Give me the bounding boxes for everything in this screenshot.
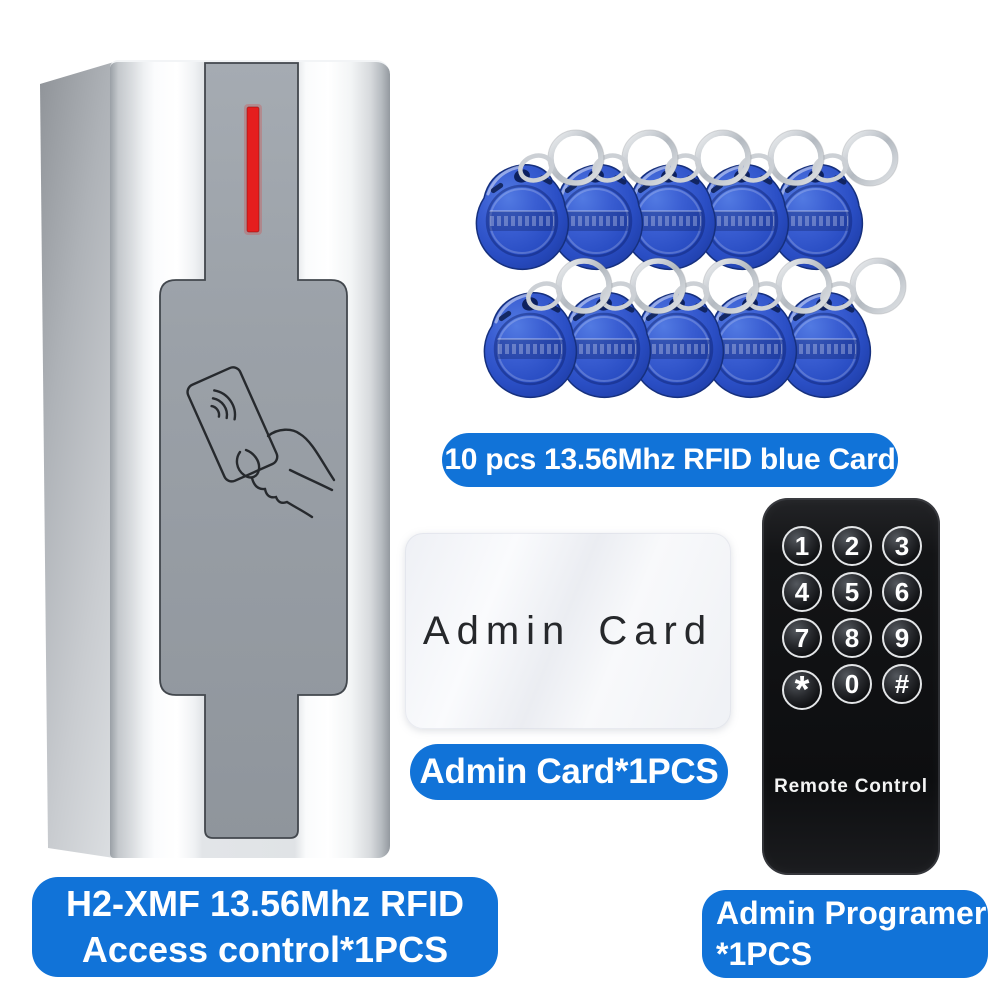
remote-control-label: Remote Control	[774, 776, 928, 797]
admin-card: Admin Card	[405, 533, 731, 729]
remote-key-9: 9	[882, 618, 922, 658]
remote-key-hash: #	[882, 664, 922, 704]
access-control-reader	[0, 0, 410, 880]
badge-blue-cards: 10 pcs 13.56Mhz RFID blue Card	[442, 433, 898, 487]
led-indicator	[246, 106, 260, 233]
admin-card-label: Admin Card	[422, 608, 714, 653]
remote-key-0: 0	[832, 664, 872, 704]
reader-side-face	[40, 62, 114, 858]
badge-programmer-line2: *1PCS	[716, 936, 813, 972]
remote-key-7: 7	[782, 618, 822, 658]
remote-key-3: 3	[882, 526, 922, 566]
remote-key-2: 2	[832, 526, 872, 566]
remote-key-8: 8	[832, 618, 872, 658]
remote-key-1: 1	[782, 526, 822, 566]
remote-key-5: 5	[832, 572, 872, 612]
remote-key-6: 6	[882, 572, 922, 612]
remote-control: 1 2 3 4 5 6 7 8 9 * 0 # Remote Control	[762, 498, 940, 875]
remote-key-star: *	[782, 669, 822, 711]
remote-key-4: 4	[782, 572, 822, 612]
card-swipe-icon	[186, 366, 336, 519]
badge-reader-line1: H2-XMF 13.56Mhz RFID	[65, 883, 465, 924]
badge-programmer: Admin Programer *1PCS	[702, 890, 988, 978]
badge-programmer-line1: Admin Programer	[716, 895, 987, 931]
badge-admin-card: Admin Card*1PCS	[410, 744, 728, 800]
reader-panel	[159, 62, 348, 839]
badge-reader-line2: Access control*1PCS	[81, 929, 449, 970]
remote-keypad: 1 2 3 4 5 6 7 8 9 * 0 #	[782, 526, 922, 711]
key-fob-icon	[472, 246, 622, 416]
badge-reader: H2-XMF 13.56Mhz RFID Access control*1PCS	[32, 877, 498, 977]
